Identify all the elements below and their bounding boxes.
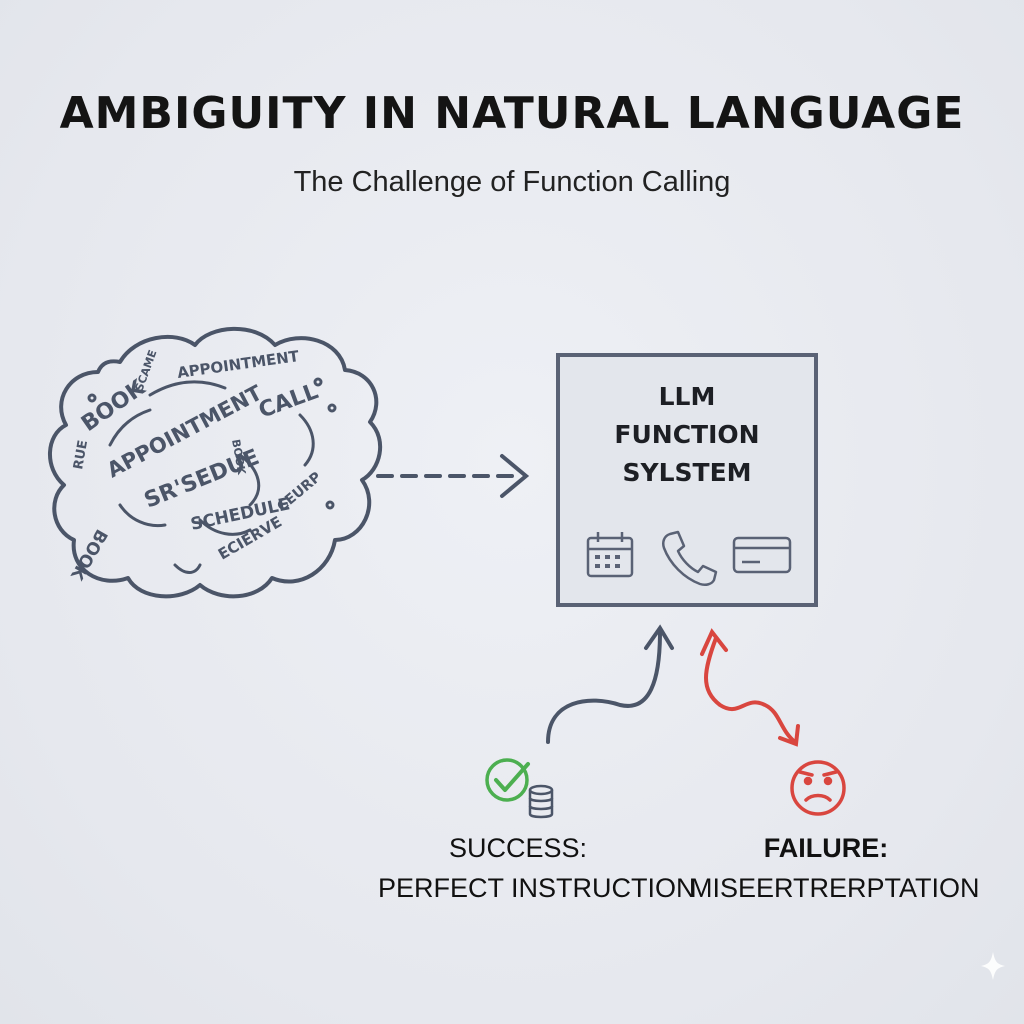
cloud-word: BOOK xyxy=(66,526,111,584)
sparkle-icon xyxy=(981,952,1005,980)
scribble-dot xyxy=(327,403,337,413)
scribble-arrow xyxy=(108,408,152,447)
scribble-arrow xyxy=(148,380,227,397)
scribble-arrow xyxy=(118,503,167,528)
sad-face-icon xyxy=(790,760,846,816)
box-label-line: SYLSTEM xyxy=(622,458,752,487)
phone-icon xyxy=(662,530,718,587)
cloud-outline xyxy=(48,326,382,599)
checkmark-database-icon xyxy=(485,758,554,819)
box-label-line: FUNCTION xyxy=(614,420,760,449)
cloud-word: RUE xyxy=(71,439,91,471)
success-arrow xyxy=(546,624,674,744)
llm-function-system-label: LLM FUNCTION SYLSTEM xyxy=(558,378,816,492)
cloud-word: SCAME xyxy=(133,348,160,393)
failure-heading: FAILURE: xyxy=(763,833,889,863)
page-title: AMBIGUITY IN NATURAL LANGUAGE xyxy=(59,88,965,139)
success-detail: PERFECT INSTRUCTION xyxy=(378,873,696,903)
scribble-arrow xyxy=(238,453,261,507)
cloud-word: CALL xyxy=(256,379,322,423)
failure-arrow xyxy=(700,628,800,747)
failure-caption: FAILURE: MISEERTRERPTATION xyxy=(690,828,980,908)
input-arrow xyxy=(376,454,530,498)
success-caption: SUCCESS: PERFECT INSTRUCTION xyxy=(378,828,696,908)
scribble-dot xyxy=(87,393,97,403)
scribble-dot xyxy=(325,500,335,510)
cloud-word: CEURP xyxy=(274,469,324,515)
cloud-word: BOOK xyxy=(229,438,248,476)
scribble-arrow xyxy=(298,413,315,467)
scribble-dot xyxy=(313,377,323,387)
success-heading: SUCCESS: xyxy=(448,833,588,863)
cloud-word: APPOINTMENT xyxy=(176,347,301,382)
failure-detail: MISEERTRERPTATION xyxy=(690,873,980,903)
credit-card-icon xyxy=(732,536,792,574)
cloud-scribbles xyxy=(87,377,337,574)
word-cloud: BOOK APPOINTMENT APPOINTMENT CALL SR'SED… xyxy=(48,326,382,599)
arrow-head xyxy=(500,454,530,498)
box-label-line: LLM xyxy=(658,382,716,411)
scribble-arrow xyxy=(198,518,252,536)
scribble-hook xyxy=(173,563,202,574)
calendar-icon xyxy=(586,532,634,578)
page-subtitle: The Challenge of Function Calling xyxy=(293,166,731,198)
